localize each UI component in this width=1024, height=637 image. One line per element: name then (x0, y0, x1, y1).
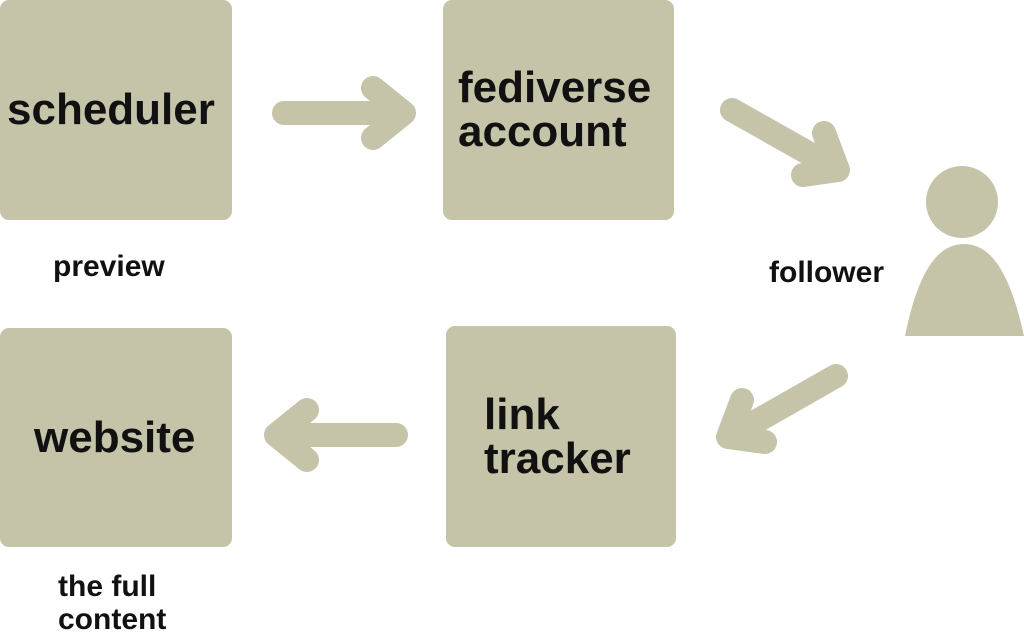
fediverse-account-label-line-2: account (458, 107, 627, 156)
person-icon (905, 166, 1024, 336)
follower-caption: follower (769, 256, 885, 289)
arrow-follower-to-tracker (716, 364, 848, 454)
preview-caption: preview (53, 250, 165, 283)
link-tracker-node: link tracker (446, 326, 676, 547)
scheduler-node: scheduler (0, 0, 232, 220)
arrow-tracker-to-website (264, 398, 408, 472)
full-content-caption-line-2: content (58, 603, 167, 636)
link-tracker-label-line-1: link (484, 389, 560, 439)
fediverse-account-node: fediverse account (443, 0, 674, 220)
arrow-fediverse-to-follower (720, 98, 850, 187)
website-node: website (0, 328, 232, 547)
arrow-scheduler-to-fediverse (272, 76, 416, 150)
link-tracker-label-line-2: tracker (484, 433, 631, 483)
full-content-caption-line-1: the full (58, 570, 157, 603)
scheduler-label: scheduler (7, 85, 215, 134)
full-content-caption: the full content (58, 570, 166, 636)
fediverse-account-label-line-1: fediverse (458, 63, 652, 112)
website-label: website (34, 412, 196, 462)
